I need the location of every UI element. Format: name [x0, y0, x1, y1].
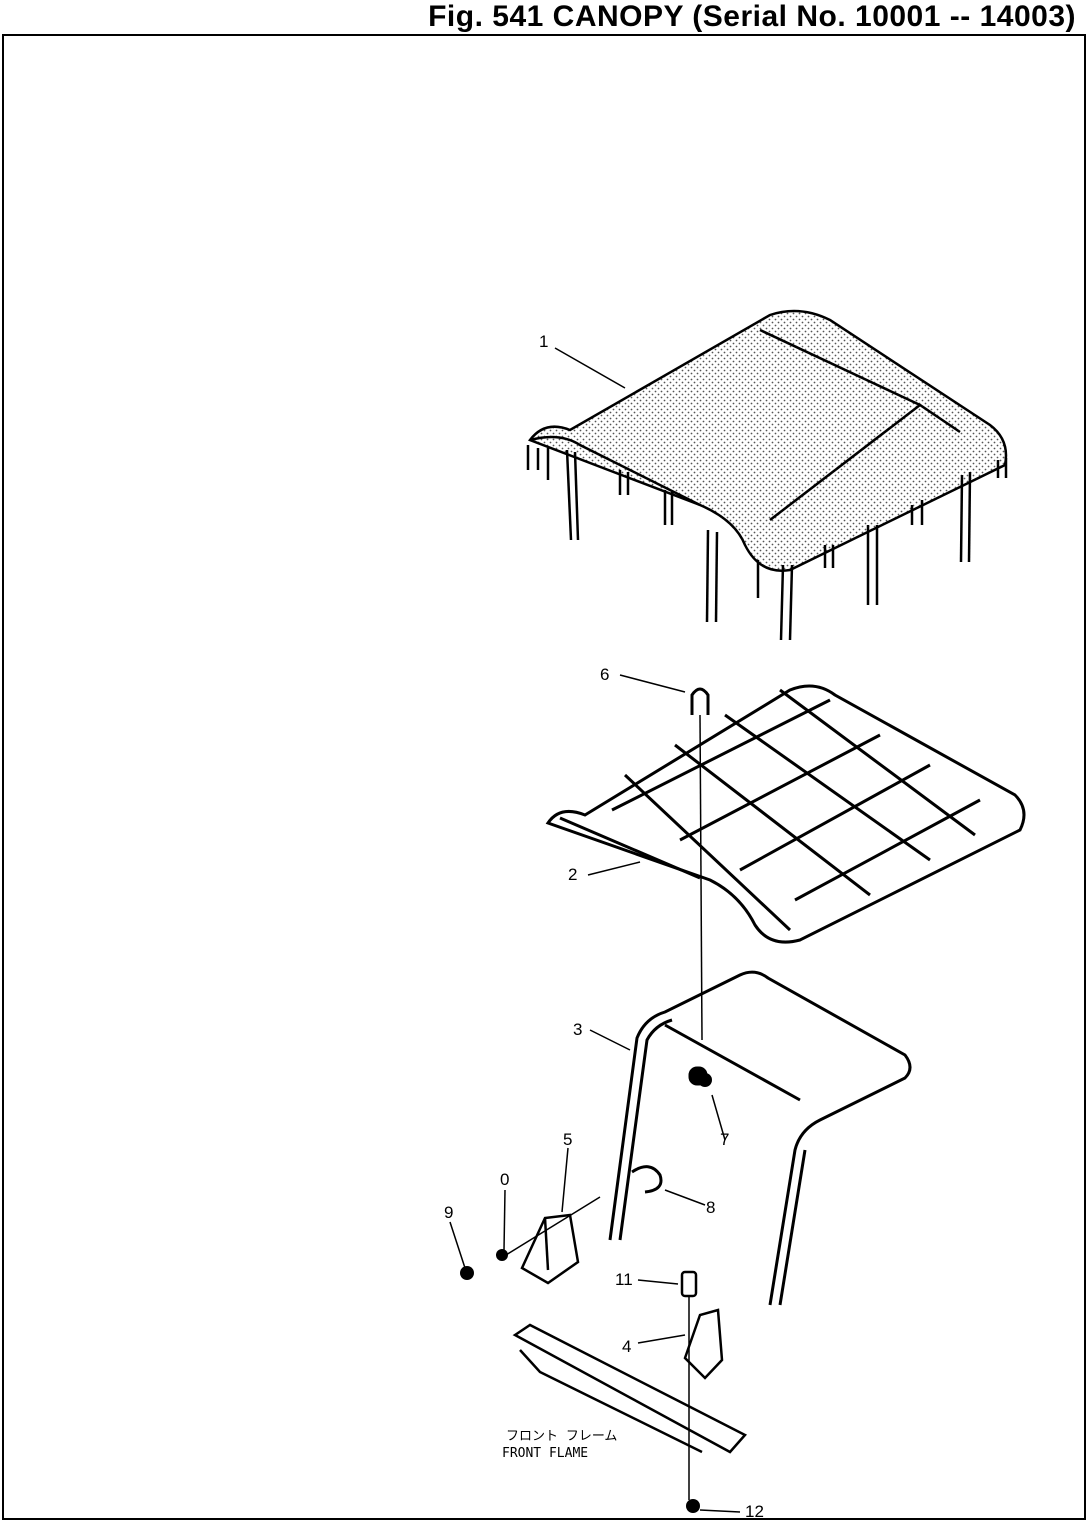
front-flame-plate: [512, 1323, 748, 1454]
u-bolt-top: [690, 687, 710, 1041]
callout-3: 3: [573, 1020, 582, 1039]
canopy-frame: [545, 684, 1026, 944]
annotation-japanese: フロント フレーム: [506, 1429, 617, 1444]
nuts: [460, 1073, 712, 1513]
callout-2: 2: [568, 865, 577, 884]
callout-6: 6: [600, 665, 609, 684]
support-frame: [608, 970, 912, 1306]
callout-8: 8: [706, 1198, 715, 1217]
canopy-cover: [526, 309, 1008, 641]
callout-5: 5: [563, 1130, 572, 1149]
figure-title: Fig. 541 CANOPY (Serial No. 10001 -- 140…: [428, 0, 1076, 33]
callout-1: 1: [539, 332, 548, 351]
callout-9: 9: [444, 1203, 453, 1222]
callout-10: 0: [500, 1170, 509, 1189]
callout-12: 12: [745, 1502, 764, 1521]
annotation-english: FRONT FLAME: [502, 1446, 588, 1461]
callout-labels: 1 2 3 4 5 6 7 8 9 0 11 12: [444, 332, 764, 1521]
bolt-and-bracket: [680, 1270, 724, 1500]
drawing-frame: [2, 34, 1086, 1520]
callout-7: 7: [720, 1130, 729, 1149]
callout-4: 4: [622, 1337, 631, 1356]
u-bolt-side: [631, 1165, 663, 1194]
leader-lines: [449, 347, 741, 1513]
callout-11: 11: [615, 1270, 633, 1289]
bracket-left: [505, 1196, 601, 1285]
